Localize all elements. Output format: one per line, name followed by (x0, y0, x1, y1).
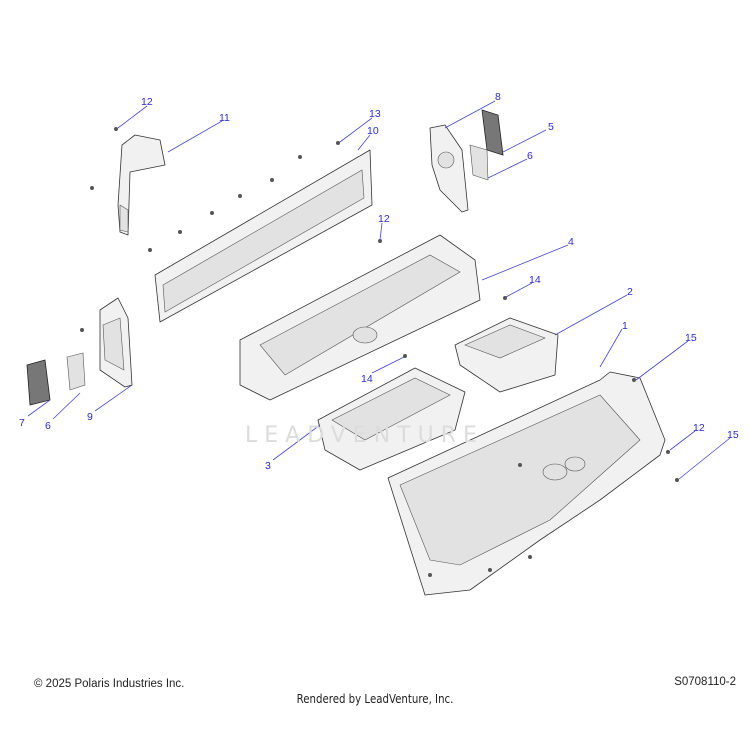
callout-12[interactable]: 12 (693, 422, 705, 434)
part-2-bin[interactable] (454, 317, 559, 393)
part-11-bracket[interactable] (117, 134, 166, 236)
diagram-code: S0708110-2 (674, 676, 736, 688)
part-8-side-panel[interactable] (429, 124, 469, 213)
part-5-grille[interactable] (481, 109, 504, 156)
part-10-panel[interactable] (154, 149, 373, 323)
callout-2[interactable]: 2 (627, 286, 633, 298)
part-6-filter-right[interactable] (469, 144, 489, 181)
callout-15[interactable]: 15 (685, 332, 697, 344)
part-3-bin[interactable] (317, 367, 466, 471)
callout-6[interactable]: 6 (45, 420, 51, 432)
part-7-grille[interactable] (26, 359, 51, 406)
callout-8[interactable]: 8 (495, 91, 501, 103)
callout-6[interactable]: 6 (527, 150, 533, 162)
callout-4[interactable]: 4 (568, 236, 574, 248)
fasteners (80, 127, 679, 577)
callout-1[interactable]: 1 (622, 320, 628, 332)
callout-9[interactable]: 9 (87, 411, 93, 423)
callout-15[interactable]: 15 (727, 429, 739, 441)
callout-13[interactable]: 13 (369, 108, 381, 120)
copyright-text: © 2025 Polaris Industries Inc. (34, 678, 185, 690)
callout-12[interactable]: 12 (141, 96, 153, 108)
callout-7[interactable]: 7 (19, 417, 25, 429)
callout-5[interactable]: 5 (548, 121, 554, 133)
callout-10[interactable]: 10 (367, 125, 379, 137)
part-1-lower-tub[interactable] (387, 371, 666, 596)
callout-11[interactable]: 11 (219, 112, 230, 124)
callout-12[interactable]: 12 (378, 213, 390, 225)
callout-3[interactable]: 3 (265, 460, 271, 472)
callout-14[interactable]: 14 (529, 274, 541, 286)
part-4-tray[interactable] (239, 234, 481, 401)
part-6-filter-left[interactable] (66, 352, 86, 391)
callout-14[interactable]: 14 (361, 373, 373, 385)
rendered-by-text: Rendered by LeadVenture, Inc. (296, 692, 454, 706)
leader-lines (27, 100, 731, 480)
part-9-side-panel[interactable] (99, 297, 133, 388)
